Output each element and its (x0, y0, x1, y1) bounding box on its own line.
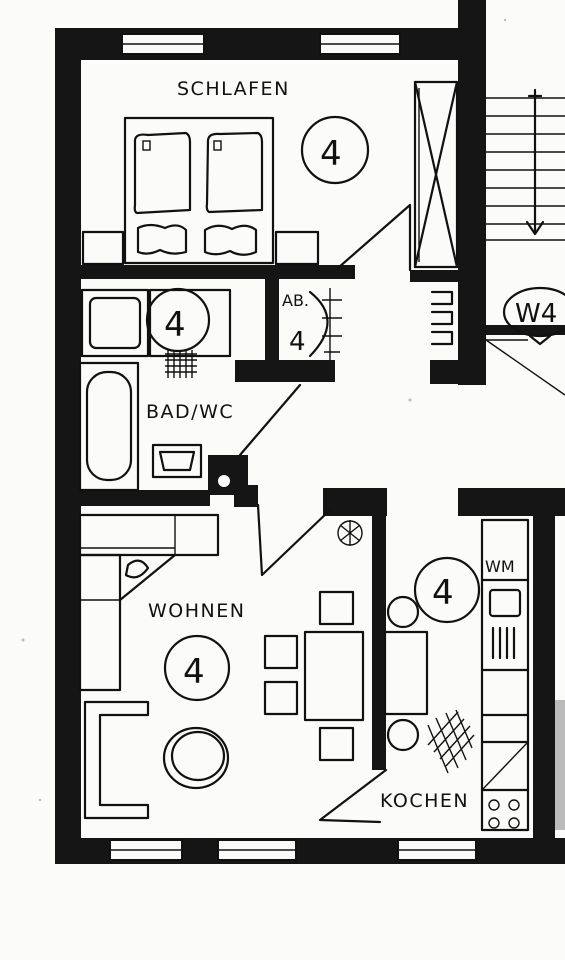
stair-wall (458, 0, 486, 385)
room-label-kochen: KOCHEN (380, 790, 469, 812)
living-door-post (234, 485, 258, 507)
room-marker-abstell: 4 (289, 327, 306, 357)
living-plant-icon (337, 520, 363, 546)
wardrobe-cross (413, 80, 459, 269)
hallway-outline (238, 203, 565, 824)
room-kochen: KOCHEN 4 WM (380, 518, 530, 832)
staircase (486, 88, 565, 241)
corner-sofa (78, 513, 220, 692)
stair-lower-wall (430, 360, 486, 384)
stove-icon (488, 799, 520, 829)
sink-icon (488, 588, 522, 618)
bathtub (78, 361, 140, 492)
dining-set (263, 590, 365, 762)
room-marker-wohnen: 4 (163, 634, 231, 702)
svg-text:4: 4 (320, 134, 342, 174)
room-label-abstell: AB. (282, 291, 309, 310)
room-schlafen: SCHLAFEN 4 (81, 78, 370, 266)
bath-living-wall (70, 490, 210, 506)
svg-text:W4: W4 (515, 299, 557, 329)
svg-text:4: 4 (183, 652, 205, 692)
washing-machine-label: WM (485, 557, 515, 576)
bedroom-bottom-wall (70, 265, 355, 279)
stair-marker-w4: W4 (502, 286, 565, 346)
room-wohnen: WOHNEN 4 (78, 513, 365, 820)
kitchen-top-wall-right (458, 488, 565, 516)
bath-corridor-wall (235, 360, 335, 382)
shaft-bottom-wall (410, 270, 466, 282)
duct-opening (218, 475, 230, 487)
round-table (162, 726, 230, 790)
armchair (83, 700, 150, 820)
room-label-wohnen: WOHNEN (148, 600, 245, 622)
outer-wall-top (55, 28, 485, 60)
room-label-schlafen: SCHLAFEN (177, 78, 290, 100)
double-bed (123, 116, 275, 265)
room-marker-bad: 4 (145, 287, 211, 353)
nightstand-right (274, 230, 320, 266)
svg-text:4: 4 (432, 573, 454, 613)
svg-text:4: 4 (164, 305, 186, 345)
hall-radiator (430, 290, 454, 346)
kitchen-right-wall (533, 515, 555, 840)
walls (55, 0, 565, 864)
windows (109, 33, 477, 861)
outer-wall-left (55, 28, 81, 860)
toilet (151, 443, 203, 479)
kitchen-counter: WM (480, 518, 530, 832)
landing-wall (486, 325, 565, 335)
kitchen-radiator-grid (427, 709, 475, 774)
room-bad: BAD/WC 4 (78, 287, 234, 492)
room-label-bad: BAD/WC (146, 401, 234, 423)
shower-area (148, 288, 232, 358)
bath-radiator-grid (165, 350, 197, 378)
room-abstell: AB. 4 (282, 288, 342, 360)
room-marker-kochen: 4 (413, 556, 481, 624)
drainboard-icon (491, 626, 516, 660)
nightstand-left (81, 230, 125, 266)
room-marker-schlafen: 4 (300, 115, 370, 185)
plant-icon (124, 559, 150, 579)
living-kitchen-divider (372, 500, 386, 770)
washbasin (80, 288, 150, 358)
bath-storage-divider (265, 265, 279, 360)
kitchen-table (383, 595, 429, 752)
